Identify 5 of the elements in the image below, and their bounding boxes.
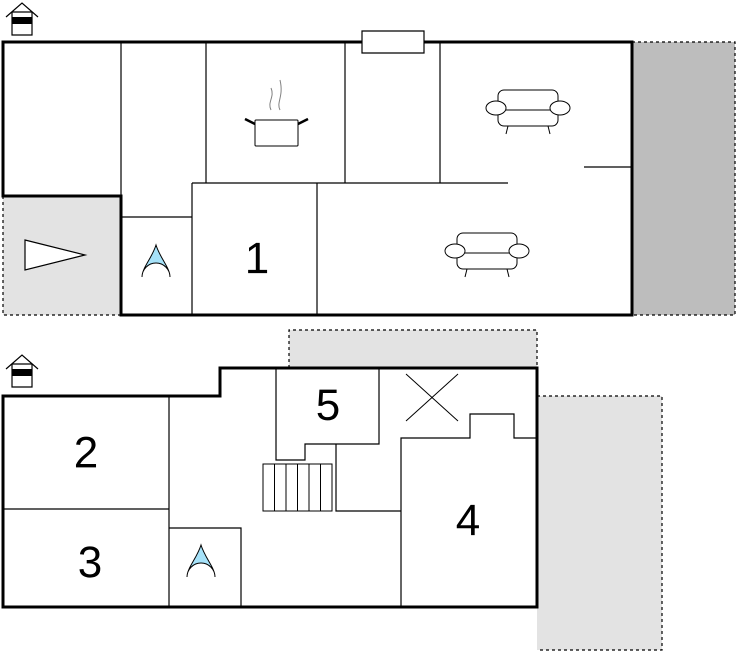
room-number: 2 (76, 436, 96, 468)
room-number: 3 (79, 546, 100, 578)
room-number: 1 (248, 242, 268, 274)
room-number: 4 (456, 504, 479, 536)
room-number: 5 (318, 390, 338, 420)
